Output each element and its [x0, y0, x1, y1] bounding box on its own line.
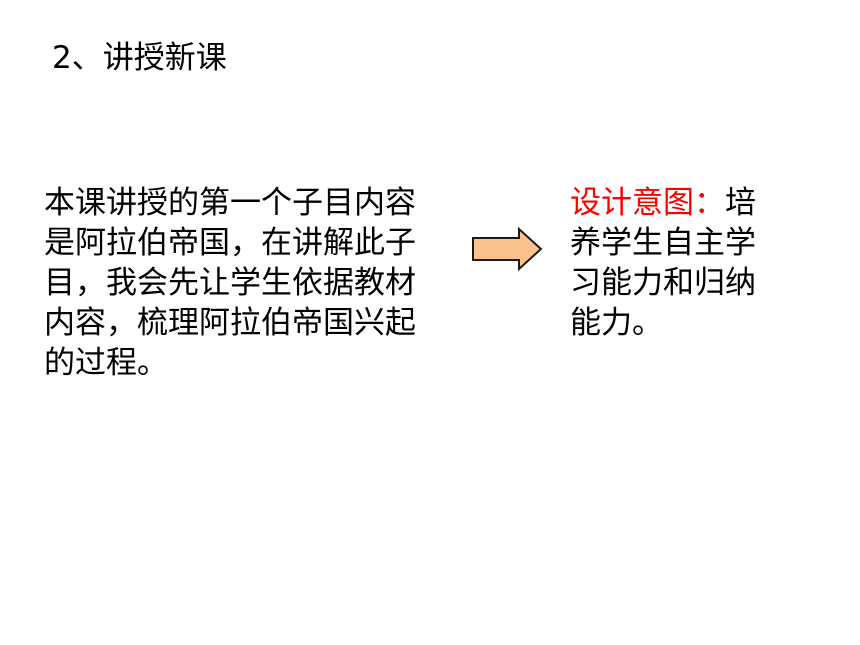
design-intent-text: 培 — [725, 185, 756, 221]
left-text-line: 内容，梳理阿拉伯帝国兴起 — [44, 305, 416, 341]
left-text-line: 目，我会先让学生依据教材 — [44, 265, 416, 301]
design-intent-line: 习能力和归纳 — [570, 265, 756, 301]
left-text-line: 的过程。 — [44, 345, 168, 381]
left-text-line: 本课讲授的第一个子目内容 — [44, 185, 416, 221]
right-arrow-icon — [472, 227, 543, 271]
left-text-line: 是阿拉伯帝国，在讲解此子 — [44, 225, 416, 261]
design-intent-line: 能力。 — [570, 305, 663, 341]
slide-title: 2、讲授新课 — [52, 40, 227, 76]
design-intent-first-line: 设计意图：培 — [570, 183, 790, 223]
design-intent-block: 设计意图：培 养学生自主学 习能力和归纳 能力。 — [570, 183, 790, 343]
design-intent-line: 养学生自主学 — [570, 225, 756, 261]
left-text-block: 本课讲授的第一个子目内容 是阿拉伯帝国，在讲解此子 目，我会先让学生依据教材 内… — [44, 183, 454, 383]
design-intent-label: 设计意图： — [570, 185, 725, 221]
